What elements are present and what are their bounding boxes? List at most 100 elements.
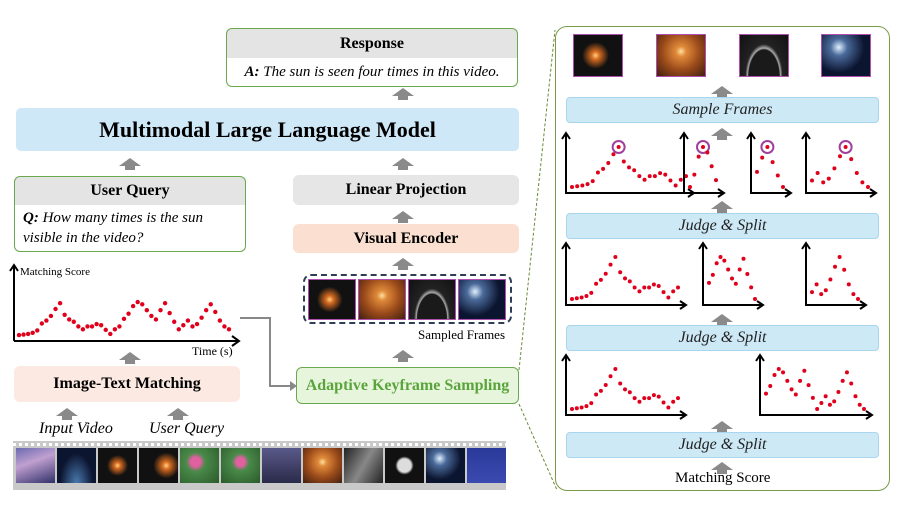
score-point [579, 405, 584, 410]
peak-marker [760, 140, 775, 154]
video-frame [262, 448, 301, 483]
score-point [705, 150, 710, 155]
linear-projection-box: Linear Projection [293, 175, 519, 205]
axis-arrow-icon [561, 241, 571, 250]
video-frame [57, 448, 96, 483]
sampling-detail-panel [555, 26, 890, 491]
score-point [153, 317, 159, 322]
score-point [76, 324, 81, 329]
score-point [112, 327, 118, 332]
score-point [854, 171, 859, 176]
axis-arrow-icon [561, 131, 571, 140]
score-point [203, 307, 209, 313]
axis-arrow-icon [801, 131, 811, 140]
arrow-up-icon [711, 86, 733, 98]
score-point [862, 407, 866, 411]
score-point [753, 297, 757, 301]
arrow-up-icon [392, 158, 414, 170]
score-point [613, 367, 618, 371]
arrow-up-icon [56, 408, 78, 420]
arrow-up-icon [711, 201, 733, 213]
score-point [642, 396, 647, 401]
score-point [661, 400, 666, 405]
score-point [764, 391, 768, 396]
score-point [666, 405, 671, 410]
score-point [637, 174, 642, 179]
score-point [598, 388, 603, 393]
top-frame-4 [821, 34, 871, 77]
arrow-up-icon [711, 462, 733, 474]
judge-split-bar-3: Judge & Split [566, 432, 879, 458]
score-point [570, 407, 574, 411]
score-point [85, 324, 90, 329]
score-point [755, 169, 759, 174]
score-point [584, 404, 589, 409]
score-point [707, 280, 711, 285]
sampled-frame-4 [458, 279, 506, 320]
score-point [623, 276, 627, 281]
score-point [570, 185, 574, 189]
response-header: Response [226, 28, 518, 58]
score-point [815, 171, 820, 176]
peak-marker [838, 140, 853, 154]
score-point [103, 327, 108, 333]
sample-frames-bar: Sample Frames [566, 97, 879, 123]
axis-arrow-icon [679, 410, 688, 420]
score-point [658, 171, 663, 176]
score-point [181, 323, 186, 328]
score-point [828, 277, 833, 282]
score-point [842, 267, 847, 272]
score-point [117, 324, 122, 329]
video-frame [303, 448, 342, 483]
score-point [16, 332, 22, 338]
axis-arrow-icon [679, 300, 688, 310]
score-point [857, 402, 862, 407]
axis-arrow-icon [869, 188, 878, 198]
score-point [579, 295, 584, 300]
visual-encoder-box: Visual Encoder [293, 224, 519, 253]
score-point [570, 297, 574, 301]
score-point [126, 311, 131, 316]
score-point [765, 145, 770, 149]
score-point [25, 331, 31, 337]
axis-arrow-icon [679, 131, 689, 140]
judge-split-bar-1: Judge & Split [566, 213, 879, 239]
score-point [673, 183, 678, 188]
score-point [627, 279, 632, 284]
score-point [226, 327, 232, 332]
score-point [827, 402, 832, 407]
score-point [590, 179, 595, 184]
top-frame-3 [739, 34, 789, 77]
score-point [606, 161, 611, 165]
score-point [666, 295, 671, 300]
score-point [589, 290, 594, 295]
arrow-up-icon [392, 350, 414, 362]
score-point [623, 387, 627, 392]
score-point [760, 155, 765, 160]
score-point [668, 178, 673, 183]
axis-arrow-icon [717, 188, 726, 198]
score-point [121, 316, 127, 322]
score-point [584, 293, 589, 298]
score-point [647, 174, 652, 179]
score-point [815, 407, 820, 411]
user-query-question: Q: How many times is the sun visible in … [14, 205, 246, 252]
score-point [798, 378, 803, 383]
score-point [98, 323, 104, 328]
sampled-frame-3 [408, 279, 456, 320]
score-point [832, 166, 837, 171]
score-point [856, 297, 860, 301]
score-point [749, 285, 754, 290]
score-point [844, 370, 849, 375]
adaptive-keyframe-sampling-box: Adaptive Keyframe Sampling [296, 367, 519, 404]
score-point [843, 145, 848, 149]
answer-prefix: A: [244, 63, 260, 80]
score-point [647, 285, 652, 290]
video-frame [221, 448, 260, 483]
plot-axes [805, 133, 876, 194]
score-point [851, 292, 856, 297]
video-frame [426, 448, 465, 483]
